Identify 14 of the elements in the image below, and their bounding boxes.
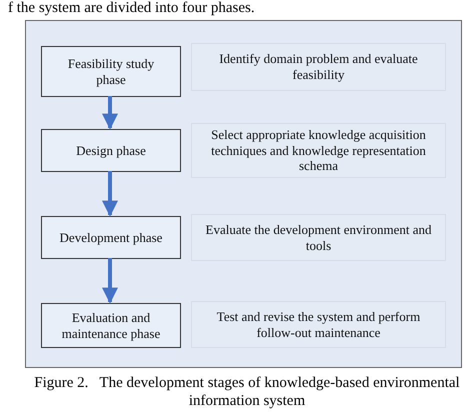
description-box: Identify domain problem and evaluate feasibility	[191, 43, 446, 91]
description-box: Test and revise the system and perform follow-out maintenance	[191, 301, 446, 348]
phase-box: Feasibility study phase	[41, 46, 181, 97]
panel-background	[25, 20, 462, 368]
description-box: Evaluate the development environment and tools	[191, 214, 446, 261]
arrow	[102, 258, 118, 304]
phase-box: Design phase	[41, 129, 181, 172]
body-text: f the system are divided into four phases.	[8, 0, 255, 17]
arrow	[102, 171, 118, 217]
description-box: Select appropriate knowledge acquisition techniques and knowledge representation schema	[191, 123, 446, 178]
arrow	[102, 96, 118, 130]
phase-box: Evaluation and maintenance phase	[41, 303, 181, 348]
figure-caption: Figure 2. The development stages of knowledge-based environmental information system	[33, 374, 461, 410]
phase-box: Development phase	[41, 216, 181, 259]
